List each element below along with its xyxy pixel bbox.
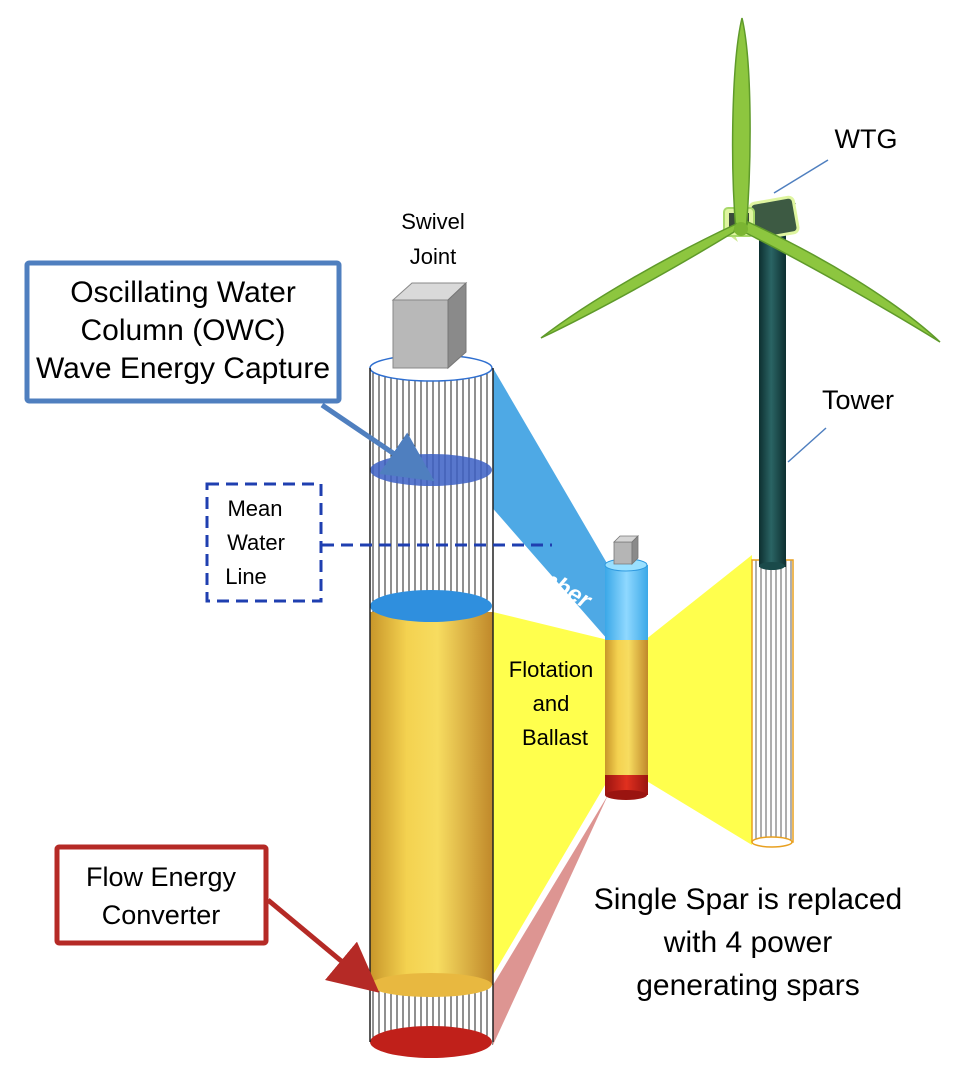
wtg-leader xyxy=(773,159,829,194)
owc-arrow xyxy=(320,402,435,482)
owc-column-stripes xyxy=(370,368,493,612)
flotation-section xyxy=(370,612,493,985)
swivel-label-line1: Swivel xyxy=(401,209,465,234)
flotation-label-line1: Flotation xyxy=(509,657,593,682)
converter-projection xyxy=(493,795,608,1045)
caption-line3: generating spars xyxy=(636,969,859,1002)
flotation-label-line2: and xyxy=(533,691,570,716)
owc-callout-box xyxy=(24,260,342,404)
fec-label-line1: Flow Energy xyxy=(86,862,237,892)
flotation-projection xyxy=(493,612,608,975)
flotation-label-line3: Ballast xyxy=(522,725,588,750)
tower-projection xyxy=(645,555,752,845)
swivel-label-line2: Joint xyxy=(410,244,456,269)
swivel-joint-cube xyxy=(391,281,468,370)
fec-label-line2: Converter xyxy=(102,900,221,930)
tower xyxy=(759,232,786,567)
owc-label-line2: Column (OWC) xyxy=(80,314,285,347)
mwl-callout-box xyxy=(205,482,323,603)
large-spar xyxy=(369,354,494,1058)
small-spar xyxy=(604,535,648,800)
mwl-label-line2: Water xyxy=(227,530,285,555)
mean-water-surface xyxy=(370,590,492,622)
flotation-bottom xyxy=(370,973,492,997)
flow-converter-base xyxy=(370,1026,492,1058)
tower-leader xyxy=(787,427,827,463)
mwl-label-line1: Mean xyxy=(227,496,282,521)
wtg-label: WTG xyxy=(835,124,898,154)
blade-left xyxy=(540,222,738,339)
wind-turbine xyxy=(540,17,941,848)
owc-label-line3: Wave Energy Capture xyxy=(36,352,330,385)
fec-callout-box xyxy=(54,844,269,946)
turbine-spar-stripes xyxy=(751,559,794,843)
inner-water-surface xyxy=(370,454,492,486)
tower-label: Tower xyxy=(822,385,894,415)
blade-up xyxy=(731,17,751,233)
caption-line2: with 4 power xyxy=(663,926,832,959)
caption-line1: Single Spar is replaced xyxy=(594,883,903,916)
mwl-label-line3: Line xyxy=(225,564,267,589)
owc-label-line1: Oscillating Water xyxy=(70,276,296,309)
blade-right xyxy=(743,220,941,343)
fec-arrow xyxy=(266,898,380,993)
